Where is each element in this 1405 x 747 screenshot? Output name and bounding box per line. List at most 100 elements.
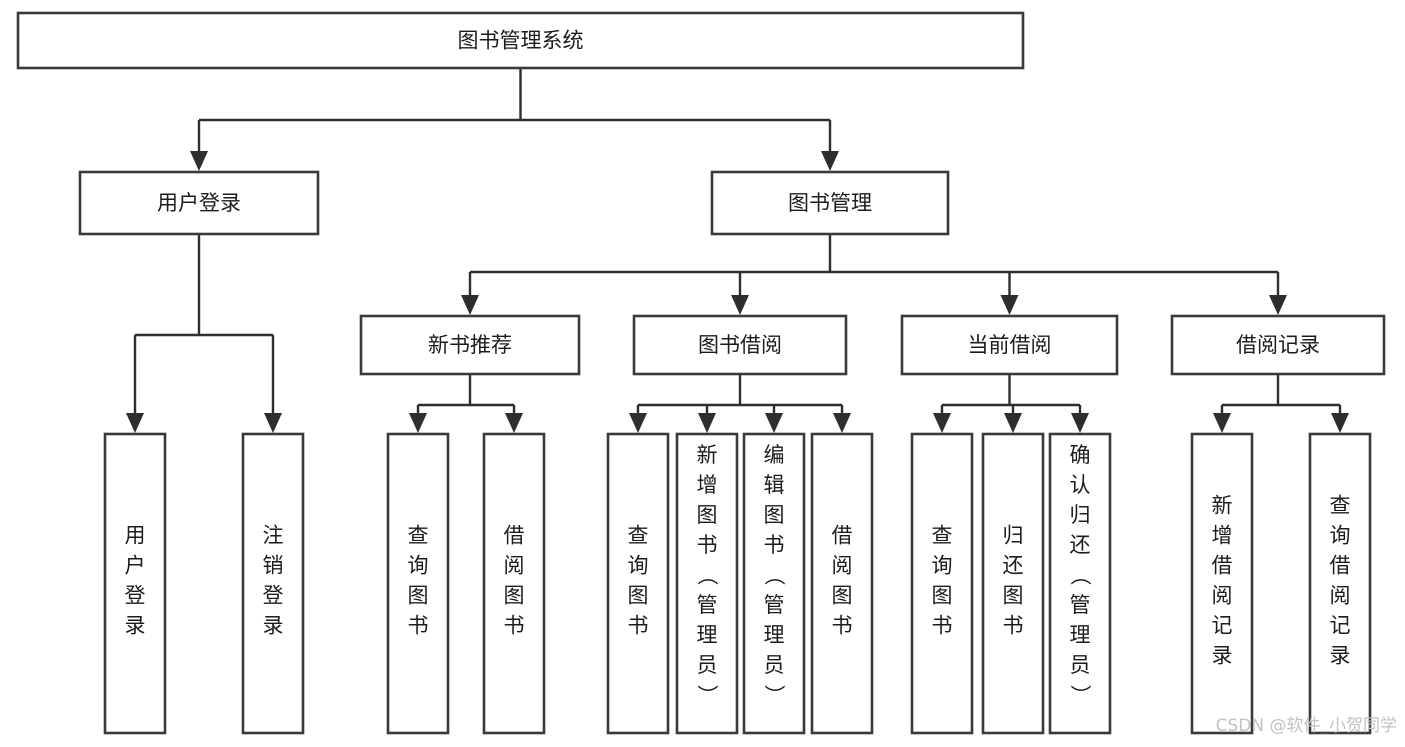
node-label-char-leaf-add-record-5: 录 bbox=[1212, 644, 1233, 668]
node-boxes-layer: 图书管理系统用户登录图书管理新书推荐图书借阅当前借阅借阅记录用户登录注销登录查询… bbox=[16, 11, 1386, 735]
node-box-book-borrow[interactable] bbox=[632, 314, 848, 376]
node-label-char-leaf-query-record-3: 阅 bbox=[1330, 584, 1351, 608]
node-label-char-leaf-edit-book-0: 编 bbox=[764, 443, 785, 467]
arrow-head-icon bbox=[629, 413, 647, 433]
node-root[interactable]: 图书管理系统 bbox=[16, 11, 1025, 70]
node-label-char-leaf-query-record-2: 借 bbox=[1330, 554, 1351, 578]
node-label-char-leaf-edit-book-8: ） bbox=[762, 685, 786, 706]
node-label-char-leaf-return-book-3: 书 bbox=[1003, 614, 1024, 638]
node-label-char-leaf-user-login-3: 录 bbox=[125, 614, 146, 638]
node-box-book-management[interactable] bbox=[710, 170, 950, 236]
node-label-char-leaf-add-record-2: 借 bbox=[1212, 554, 1233, 578]
node-label-char-leaf-query-book-1-3: 书 bbox=[408, 614, 429, 638]
arrow-head-icon bbox=[833, 413, 851, 433]
arrow-head-icon bbox=[1071, 413, 1089, 433]
node-box-current-borrow[interactable] bbox=[900, 314, 1119, 376]
node-borrow-record[interactable]: 借阅记录 bbox=[1170, 314, 1386, 376]
node-box-leaf-confirm-return[interactable] bbox=[1048, 432, 1112, 735]
node-box-leaf-add-record[interactable] bbox=[1190, 432, 1254, 735]
node-box-leaf-query-book-2[interactable] bbox=[606, 432, 670, 735]
node-label-char-leaf-add-book-1: 增 bbox=[697, 473, 718, 497]
node-box-user-login[interactable] bbox=[78, 170, 320, 236]
node-label-char-leaf-borrow-book-2-2: 图 bbox=[832, 584, 853, 608]
node-book-management[interactable]: 图书管理 bbox=[710, 170, 950, 236]
node-label-char-leaf-query-record-1: 询 bbox=[1330, 524, 1351, 548]
arrow-head-icon bbox=[461, 295, 479, 315]
node-label-char-leaf-edit-book-7: 员 bbox=[764, 653, 785, 677]
node-book-borrow[interactable]: 图书借阅 bbox=[632, 314, 848, 376]
node-label-char-leaf-confirm-return-2: 归 bbox=[1070, 503, 1091, 527]
node-label-char-leaf-edit-book-3: 书 bbox=[764, 533, 785, 557]
node-label-char-leaf-edit-book-5: 管 bbox=[764, 593, 785, 617]
node-label-char-leaf-confirm-return-8: ） bbox=[1068, 685, 1092, 706]
node-label-char-leaf-confirm-return-1: 认 bbox=[1070, 473, 1091, 497]
node-label-char-leaf-query-book-3-2: 图 bbox=[932, 584, 953, 608]
arrow-head-icon bbox=[264, 413, 282, 433]
node-label-char-leaf-add-record-1: 增 bbox=[1212, 524, 1233, 548]
node-label-char-leaf-add-book-0: 新 bbox=[697, 443, 718, 467]
node-label-char-leaf-logout-0: 注 bbox=[263, 524, 284, 548]
node-label-new-book-recommend: 新书推荐 bbox=[428, 333, 512, 357]
node-label-char-leaf-add-book-2: 图 bbox=[697, 503, 718, 527]
node-label-user-login: 用户登录 bbox=[157, 191, 241, 215]
node-box-leaf-query-book-3[interactable] bbox=[910, 432, 974, 735]
node-leaf-user-login[interactable]: 用户登录 bbox=[103, 432, 167, 735]
node-label-char-leaf-query-book-1-1: 询 bbox=[408, 554, 429, 578]
node-label-char-leaf-confirm-return-4: （ bbox=[1068, 565, 1092, 586]
node-label-char-leaf-confirm-return-6: 理 bbox=[1070, 623, 1091, 647]
node-label-current-borrow: 当前借阅 bbox=[968, 333, 1052, 357]
node-box-leaf-add-book[interactable] bbox=[675, 432, 739, 735]
arrow-head-icon bbox=[1269, 295, 1287, 315]
node-label-char-leaf-return-book-1: 还 bbox=[1003, 554, 1024, 578]
node-label-root: 图书管理系统 bbox=[458, 29, 584, 53]
node-box-leaf-borrow-book-1[interactable] bbox=[482, 432, 546, 735]
node-label-char-leaf-query-book-1-0: 查 bbox=[408, 524, 429, 548]
node-label-char-leaf-edit-book-1: 辑 bbox=[764, 473, 785, 497]
node-label-char-leaf-borrow-book-2-3: 书 bbox=[832, 614, 853, 638]
arrow-head-icon bbox=[126, 413, 144, 433]
arrow-head-icon bbox=[1213, 413, 1231, 433]
node-box-leaf-borrow-book-2[interactable] bbox=[810, 432, 874, 735]
node-box-borrow-record[interactable] bbox=[1170, 314, 1386, 376]
node-user-login[interactable]: 用户登录 bbox=[78, 170, 320, 236]
node-box-leaf-query-book-1[interactable] bbox=[386, 432, 450, 735]
node-label-char-leaf-borrow-book-2-1: 阅 bbox=[832, 554, 853, 578]
node-box-leaf-return-book[interactable] bbox=[981, 432, 1045, 735]
node-label-char-leaf-add-record-0: 新 bbox=[1212, 494, 1233, 518]
node-label-char-leaf-edit-book-2: 图 bbox=[764, 503, 785, 527]
node-label-char-leaf-add-record-4: 记 bbox=[1212, 614, 1233, 638]
node-box-root[interactable] bbox=[16, 11, 1025, 70]
node-current-borrow[interactable]: 当前借阅 bbox=[900, 314, 1119, 376]
arrow-head-icon bbox=[505, 413, 523, 433]
node-label-book-management: 图书管理 bbox=[788, 191, 872, 215]
node-box-new-book-recommend[interactable] bbox=[359, 314, 581, 376]
node-label-char-leaf-borrow-book-1-2: 图 bbox=[504, 584, 525, 608]
node-label-char-leaf-query-book-3-1: 询 bbox=[932, 554, 953, 578]
node-label-char-leaf-confirm-return-0: 确 bbox=[1070, 443, 1091, 467]
node-box-leaf-edit-book[interactable] bbox=[742, 432, 806, 735]
arrow-head-icon bbox=[933, 413, 951, 433]
node-box-leaf-user-login[interactable] bbox=[103, 432, 167, 735]
node-label-char-leaf-logout-1: 销 bbox=[263, 554, 284, 578]
node-label-char-leaf-logout-2: 登 bbox=[263, 584, 284, 608]
node-label-char-leaf-confirm-return-3: 还 bbox=[1070, 533, 1091, 557]
node-new-book-recommend[interactable]: 新书推荐 bbox=[359, 314, 581, 376]
node-label-char-leaf-add-record-3: 阅 bbox=[1212, 584, 1233, 608]
arrow-head-icon bbox=[409, 413, 427, 433]
node-box-leaf-query-record[interactable] bbox=[1308, 432, 1372, 735]
node-box-leaf-logout[interactable] bbox=[241, 432, 305, 735]
